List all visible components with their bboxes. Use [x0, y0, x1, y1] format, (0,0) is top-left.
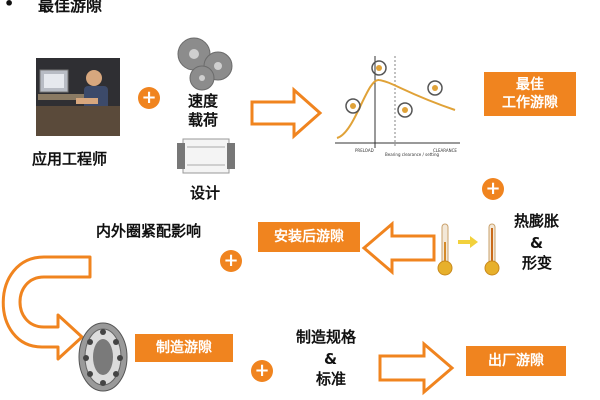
- installed-clearance-box: 安装后游隙: [258, 222, 360, 252]
- graph-x-right-label: CLEARANCE: [433, 148, 457, 153]
- plus-icon: +: [482, 178, 504, 200]
- inner-outer-fit-label: 内外圈紧配影响: [96, 222, 202, 240]
- bearing-image: [78, 322, 128, 392]
- optimal-line1: 最佳: [516, 77, 544, 93]
- spec-label: 制造规格: [296, 328, 357, 346]
- plus-icon: +: [138, 87, 160, 109]
- engineer-label: 应用工程师: [32, 150, 108, 168]
- plus-icon: +: [220, 250, 242, 272]
- load-label: 载荷: [188, 111, 219, 129]
- page-title: 最佳游隙: [38, 0, 103, 15]
- standard-label: 标准: [316, 370, 347, 388]
- small-arrow-right-icon: [458, 236, 478, 248]
- thermometer-hot-icon: [484, 223, 500, 276]
- plus-icon: +: [251, 360, 273, 382]
- graph-x-left-label: PRELOAD: [355, 148, 374, 153]
- arrow-right-icon: [250, 86, 323, 140]
- speed-label: 速度: [188, 92, 219, 110]
- optimal-line2: 工作游隙: [502, 95, 558, 111]
- u-turn-arrow-icon: [1, 255, 92, 361]
- graph-x-mid-label: Bearing clearance / setting: [385, 152, 439, 157]
- arrow-right-icon: [378, 340, 455, 396]
- engineer-photo: [36, 58, 120, 136]
- clearance-graph: PRELOAD Bearing clearance / setting CLEA…: [335, 56, 460, 157]
- arrow-left-icon: [361, 220, 436, 276]
- manufacturing-clearance-box: 制造游隙: [135, 334, 233, 362]
- optimal-clearance-box: 最佳 工作游隙: [484, 72, 576, 116]
- engineer-illustration: [36, 58, 120, 136]
- thermal-expansion-label: 热膨胀: [514, 212, 560, 230]
- thermal-amp-label: &: [530, 234, 544, 252]
- gears-icon: [177, 37, 233, 91]
- deformation-label: 形变: [522, 254, 553, 272]
- factory-clearance-box: 出厂游隙: [466, 346, 566, 376]
- design-drawing-icon: [177, 138, 235, 174]
- thermometer-cold-icon: [437, 223, 453, 276]
- title-bullet: •: [4, 0, 15, 13]
- design-label: 设计: [190, 184, 221, 202]
- spec-amp-label: &: [324, 350, 338, 368]
